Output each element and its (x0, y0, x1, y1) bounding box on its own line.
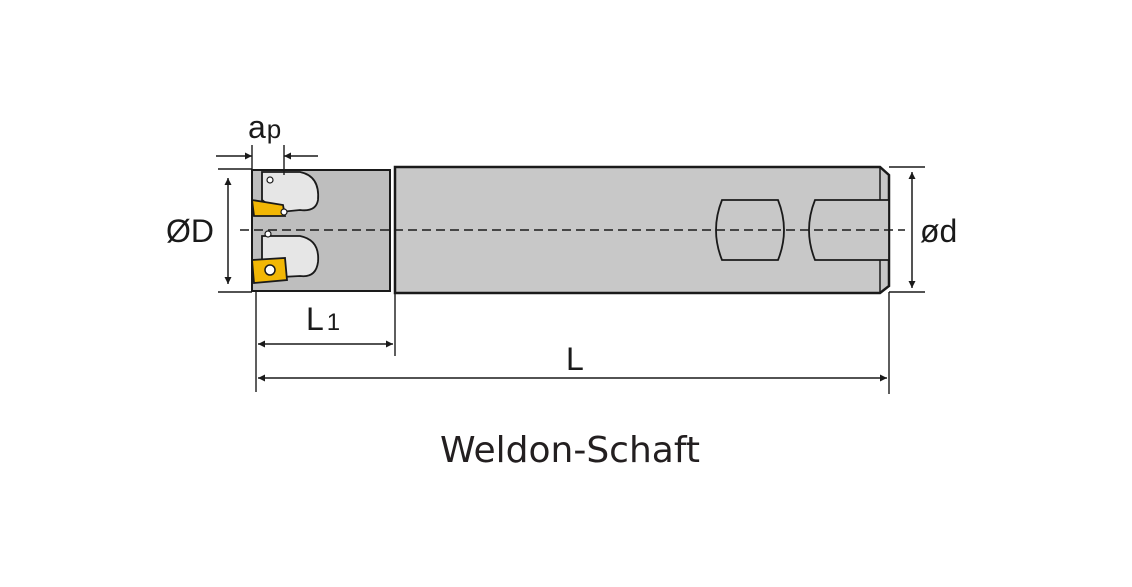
insert-screw-bottom (264, 264, 276, 276)
d-label: ød (920, 213, 957, 249)
coolant-hole-1 (266, 176, 274, 184)
L-label: L (566, 341, 584, 377)
insert-screw-top (280, 208, 288, 216)
D-label: ØD (166, 213, 214, 249)
insert-top (250, 198, 287, 217)
caption: Weldon-Schaft (440, 430, 700, 471)
ap-label: ap (248, 109, 281, 145)
coolant-hole-2 (264, 230, 272, 238)
